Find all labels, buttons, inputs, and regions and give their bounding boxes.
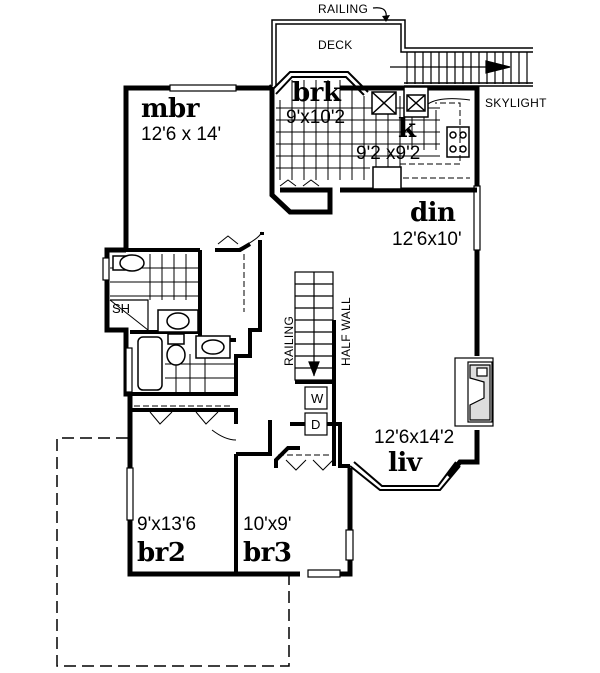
room-br3-name: br3 bbox=[243, 538, 292, 568]
bath-fixtures bbox=[112, 254, 231, 391]
skylight-label: SKYLIGHT bbox=[485, 96, 547, 110]
room-k-size: 9'2 x9'2 bbox=[356, 143, 421, 164]
fireplace bbox=[454, 357, 494, 427]
room-br2-size: 9'x13'6 bbox=[137, 514, 197, 535]
dryer-label: D bbox=[311, 417, 321, 432]
window-br3-side bbox=[345, 529, 354, 561]
room-mbr-size: 12'6 x 14' bbox=[141, 124, 222, 145]
garage-dashed-outline bbox=[56, 437, 290, 667]
room-br2-name: br2 bbox=[137, 538, 186, 568]
deck-label: DECK bbox=[318, 38, 353, 52]
room-liv-name: liv bbox=[388, 448, 422, 478]
room-br3-size: 10'x9' bbox=[243, 514, 292, 535]
window-din bbox=[473, 185, 481, 251]
room-din-size: 12'6x10' bbox=[392, 229, 462, 250]
window-bath-1 bbox=[102, 257, 110, 281]
room-brk-name: brk bbox=[292, 78, 341, 108]
room-din-name: din bbox=[410, 198, 456, 228]
washer-label: W bbox=[311, 391, 324, 406]
staircase bbox=[294, 271, 334, 381]
railing-stair-label: RAILING bbox=[282, 315, 296, 366]
brk-tile-grid bbox=[276, 80, 440, 190]
room-mbr-name: mbr bbox=[141, 94, 199, 124]
brk-lower-wall bbox=[269, 88, 477, 215]
room-liv-size: 12'6x14'2 bbox=[374, 427, 455, 448]
window-br2 bbox=[126, 467, 134, 521]
half-wall-label: HALF WALL bbox=[339, 297, 353, 366]
shower-label: SH bbox=[112, 301, 131, 316]
kitchen-dashed bbox=[400, 102, 470, 179]
kitchen-counters bbox=[371, 86, 470, 190]
window-bath-2 bbox=[125, 347, 133, 393]
room-k-name: k bbox=[398, 114, 416, 144]
liv-bay bbox=[349, 461, 461, 491]
washer-dryer bbox=[304, 386, 328, 436]
railing-top-label: RAILING bbox=[318, 2, 369, 16]
window-br3-bottom bbox=[307, 569, 341, 578]
window-mbr bbox=[169, 84, 237, 92]
brk-bay bbox=[271, 71, 369, 96]
deck-stairs bbox=[390, 52, 528, 84]
room-brk-size: 9'x10'2 bbox=[286, 107, 346, 128]
